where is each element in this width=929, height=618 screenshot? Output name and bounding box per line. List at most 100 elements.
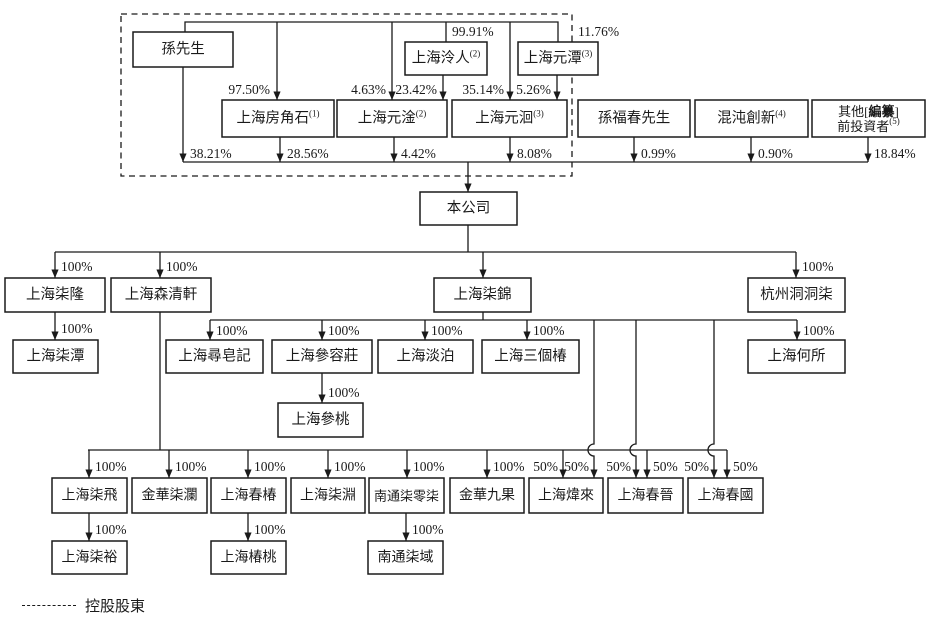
ownership-percentage-label: 4.63%	[351, 82, 386, 97]
arrowhead	[590, 469, 598, 478]
ownership-percentage-label: 18.84%	[874, 146, 916, 161]
arrowhead	[156, 269, 164, 278]
node-label-shanghai-qitan: 上海柒潭	[27, 348, 85, 365]
node-label-hangzhou-dongdongqi: 杭州洞洞柒	[760, 286, 833, 303]
arrowhead	[390, 153, 398, 162]
ownership-percentage-label: 50%	[684, 459, 709, 474]
legend-label: 控股股東	[85, 599, 146, 615]
ownership-percentage-label: 50%	[564, 459, 589, 474]
arrowhead	[244, 469, 252, 478]
node-box-shanghai-chunguo	[687, 477, 764, 514]
ownership-percentage-label: 23.42%	[395, 82, 437, 97]
ownership-percentage-label: 0.99%	[641, 146, 676, 161]
node-box-shanghai-yuangan	[336, 99, 448, 138]
arrowhead	[559, 469, 567, 478]
node-box-other-pre-investors	[811, 99, 926, 138]
ownership-percentage-label: 11.76%	[578, 24, 619, 39]
node-label-shanghai-weilai: 上海煒來	[538, 487, 594, 503]
node-label-mr-sun-fuchun: 孫福春先生	[598, 110, 671, 127]
node-label-the-company: 本公司	[447, 200, 491, 217]
ownership-percentage-label: 100%	[334, 459, 366, 474]
arrowhead	[402, 532, 410, 541]
node-box-shanghai-chuntao	[210, 540, 287, 575]
node-box-shanghai-lengren	[404, 41, 488, 76]
arrowhead	[506, 153, 514, 162]
node-box-shanghai-senqingxuan	[110, 277, 212, 313]
node-label-shanghai-shentao: 上海參桃	[292, 411, 350, 428]
node-label-other-pre-investors: 前投資者(5)	[837, 116, 900, 134]
node-label-jinhua-qilan: 金華柒瀾	[142, 487, 198, 503]
edge-line	[629, 320, 637, 478]
arrowhead	[276, 153, 284, 162]
arrowhead	[51, 331, 59, 340]
legend: 控股股東	[22, 595, 145, 616]
node-label-mr-sun: 孫先生	[161, 41, 205, 58]
node-label-shanghai-hesuo: 上海何所	[768, 348, 826, 365]
node-box-shanghai-danbo	[377, 339, 474, 374]
node-label-shanghai-qiyuan: 上海柒淵	[300, 487, 356, 503]
node-label-jinhua-jiuguo: 金華九果	[459, 487, 515, 503]
node-box-mr-sun	[132, 31, 234, 68]
arrowhead	[523, 331, 531, 340]
ownership-percentage-label: 100%	[95, 459, 127, 474]
node-box-shanghai-sangechun	[481, 339, 580, 374]
ownership-percentage-label: 50%	[533, 459, 558, 474]
edge-line	[184, 21, 559, 42]
node-label-nantong-qilingqi: 南通柒零柒	[374, 488, 439, 503]
ownership-percentage-label: 100%	[412, 522, 444, 537]
ownership-percentage-label: 100%	[254, 459, 286, 474]
arrowhead	[85, 469, 93, 478]
node-label-shanghai-qifei: 上海柒飛	[62, 487, 118, 503]
node-box-shanghai-yuantan	[517, 41, 599, 76]
node-box-shanghai-shenrongzhuang	[271, 339, 373, 374]
ownership-percentage-label: 100%	[328, 323, 360, 338]
arrowhead	[421, 331, 429, 340]
ownership-percentage-label: 100%	[61, 259, 93, 274]
arrowhead	[244, 532, 252, 541]
node-box-nantong-qiyu	[367, 540, 444, 575]
ownership-percentage-label: 100%	[175, 459, 207, 474]
node-box-hangzhou-dongdongqi	[747, 277, 846, 313]
arrowhead	[747, 153, 755, 162]
ownership-percentage-label: 50%	[653, 459, 678, 474]
arrowhead	[206, 331, 214, 340]
node-label-shanghai-xunzaoji: 上海尋皂記	[178, 348, 251, 365]
edge-line	[587, 320, 595, 478]
ownership-percentage-label: 100%	[802, 259, 834, 274]
ownership-percentage-label: 50%	[606, 459, 631, 474]
node-box-shanghai-yuanhui	[451, 99, 568, 138]
ownership-percentage-label: 100%	[254, 522, 286, 537]
node-box-the-company	[419, 191, 518, 226]
arrowhead	[388, 91, 396, 100]
node-box-hundun-chuangxin	[694, 99, 809, 138]
arrowhead	[643, 469, 651, 478]
arrowhead	[506, 91, 514, 100]
arrowhead	[273, 91, 281, 100]
arrowhead	[630, 153, 638, 162]
ownership-percentage-label: 8.08%	[517, 146, 552, 161]
arrowhead	[464, 183, 472, 192]
node-box-mr-sun-fuchun	[577, 99, 691, 138]
arrowhead	[483, 469, 491, 478]
node-box-shanghai-chunchun	[210, 477, 287, 514]
node-box-shanghai-qiyuan	[290, 477, 366, 514]
node-box-shanghai-qifei	[51, 477, 128, 514]
node-label-shanghai-shenrongzhuang: 上海參容莊	[286, 348, 359, 365]
node-box-shanghai-weilai	[528, 477, 604, 514]
node-label-shanghai-lengren: 上海泠人(2)	[412, 49, 481, 67]
ownership-percentage-label: 99.91%	[452, 24, 494, 39]
node-label-shanghai-chunjin: 上海春晉	[618, 487, 674, 503]
node-label-shanghai-fangjiaoshi: 上海房角石(1)	[237, 109, 320, 127]
ownership-percentage-label: 100%	[533, 323, 565, 338]
ownership-percentage-label: 100%	[216, 323, 248, 338]
ownership-percentage-label: 100%	[803, 323, 835, 338]
node-label-shanghai-yuanhui: 上海元洄(3)	[475, 109, 544, 127]
ownership-percentage-label: 97.50%	[228, 82, 270, 97]
arrowhead	[632, 469, 640, 478]
arrowhead	[85, 532, 93, 541]
arrowhead	[864, 153, 872, 162]
ownership-percentage-label: 100%	[413, 459, 445, 474]
ownership-percentage-label: 100%	[166, 259, 198, 274]
